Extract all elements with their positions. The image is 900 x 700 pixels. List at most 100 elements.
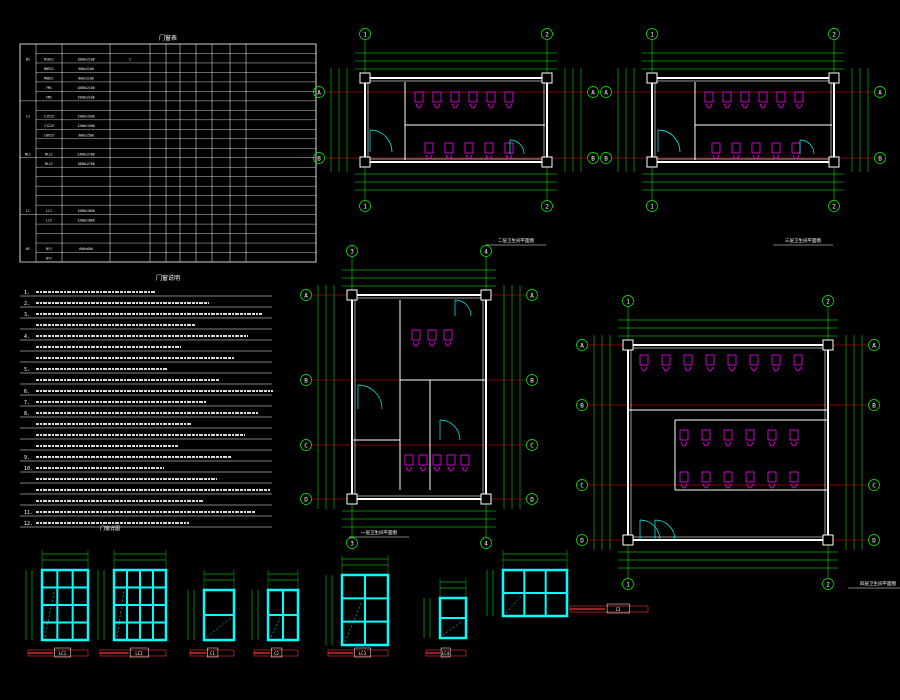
toilet-fixture [504, 91, 514, 103]
toilet-fixture [793, 354, 803, 366]
grid-bubble [828, 200, 840, 212]
grid-bubble-label: 1 [650, 204, 654, 211]
notes-line: 4. [24, 334, 30, 340]
grid-bubble-label: D [304, 497, 308, 504]
toilet-fixture [740, 91, 750, 103]
grid-bubble-label: B [872, 403, 876, 410]
stall-door [768, 483, 776, 489]
notes-line: 5. [24, 367, 30, 373]
column [646, 156, 658, 168]
grid-bubble [576, 399, 588, 411]
grid-bubble [587, 86, 599, 98]
toilet-fixture [639, 354, 649, 366]
stall-door [723, 103, 731, 109]
grid-bubble-label: D [872, 538, 876, 545]
toilet-fixture [722, 91, 732, 103]
grid-bubble [828, 28, 840, 40]
stall-door [759, 103, 767, 109]
stall-door [724, 483, 732, 489]
stall-door [752, 154, 760, 160]
table-cell: FM2 [46, 96, 52, 100]
grid-bubble [622, 578, 634, 590]
exterior-wall [364, 77, 548, 163]
column [480, 493, 492, 505]
toilet-fixture [767, 471, 777, 483]
toilet-fixture [661, 354, 671, 366]
toilet-fixture [679, 429, 689, 441]
grid-bubble-label: 2 [545, 204, 549, 211]
grid-bubble-label: 1 [363, 32, 367, 39]
door-swing [639, 519, 661, 541]
toilet-fixture [432, 91, 442, 103]
table-cell: C1515 [44, 114, 54, 118]
toilet-fixture [679, 471, 689, 483]
grid-bubble-label: 1 [626, 582, 630, 589]
plan-title: 一层卫生间平面图 [361, 529, 397, 536]
grid-bubble-label: 4 [484, 249, 488, 256]
table-cell: MLC [25, 152, 31, 156]
stall-door [777, 103, 785, 109]
stall-door [795, 103, 803, 109]
table-cell: 900x1500 [78, 133, 93, 137]
grid-bubble [541, 28, 553, 40]
stall-door [451, 103, 459, 109]
elevation-label-box [54, 647, 72, 658]
table-cell: 1500x2100 [77, 96, 94, 100]
door-swing [654, 519, 676, 541]
toilet-fixture [411, 329, 421, 341]
toilet-fixture [771, 354, 781, 366]
toilet-fixture [711, 142, 721, 154]
opening-mark [270, 617, 281, 638]
toilet-fixture [432, 454, 442, 466]
toilet-fixture [404, 454, 414, 466]
stall-door [433, 466, 441, 472]
grid-bubble [576, 534, 588, 546]
grid-bubble-label: 1 [650, 32, 654, 39]
exterior-wall [651, 77, 835, 163]
grid-bubble-label: B [878, 156, 882, 163]
notes-line: 10. [24, 466, 33, 472]
toilet-fixture [705, 354, 715, 366]
stall-door [746, 441, 754, 447]
window-elevation-4: C2 [251, 570, 300, 658]
stall-door [465, 154, 473, 160]
elevation-label-box [129, 647, 149, 658]
toilet-fixture [468, 91, 478, 103]
grid-bubble [526, 289, 538, 301]
notes-line: 7. [24, 400, 30, 406]
table-cell: BY [26, 247, 30, 251]
grid-bubble [868, 479, 880, 491]
door-swing [357, 384, 383, 410]
toilet-fixture [444, 142, 454, 154]
table-cell: 600x600 [79, 247, 93, 251]
stall-door [790, 483, 798, 489]
column [828, 156, 840, 168]
interior-wall-line [367, 80, 545, 160]
grid-bubble [868, 534, 880, 546]
grid-bubble-label: 2 [826, 299, 830, 306]
elevation-label: LC2 [135, 651, 143, 656]
stall-door [419, 466, 427, 472]
grid-bubble-label: B [530, 378, 534, 385]
interior-wall-line [630, 347, 826, 538]
table-cell: LC [26, 209, 30, 213]
stall-door [702, 483, 710, 489]
notes-line: 11. [24, 510, 33, 516]
table-cell: M0821 [44, 77, 54, 81]
notes-line: 8. [24, 411, 30, 417]
grid-bubble [874, 152, 886, 164]
table-cell: BY2 [46, 257, 52, 261]
toilet-fixture [683, 354, 693, 366]
toilet-fixture [418, 454, 428, 466]
column [822, 339, 834, 351]
table-cell: C1 [26, 114, 30, 118]
stall-door [428, 341, 436, 347]
column [480, 289, 492, 301]
grid-bubble [526, 374, 538, 386]
column [822, 534, 834, 546]
column [622, 534, 634, 546]
stall-door [794, 366, 802, 372]
